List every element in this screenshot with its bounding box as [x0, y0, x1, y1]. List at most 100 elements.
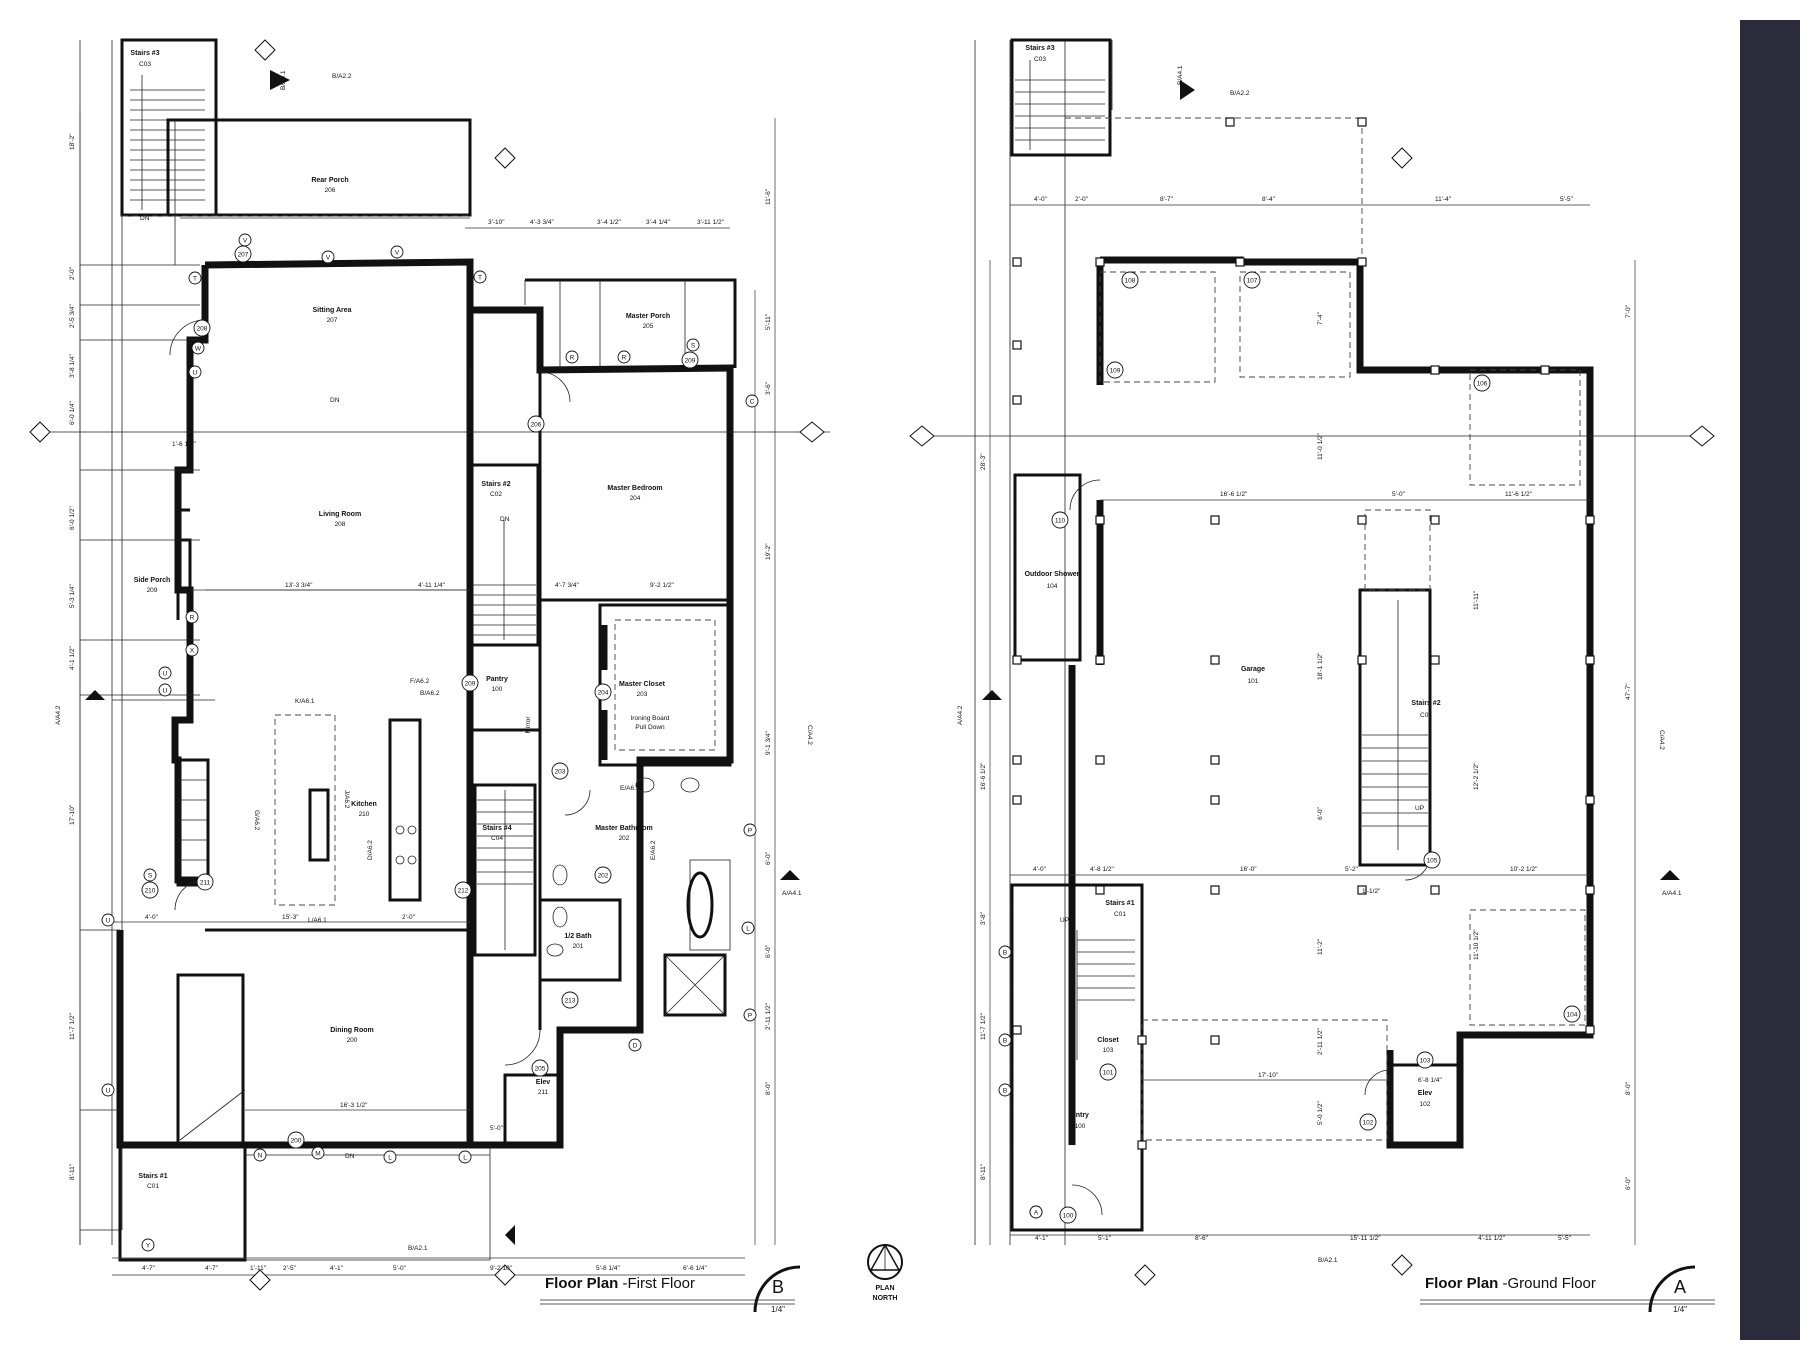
- door-tag-circle: [561, 991, 579, 1009]
- ground-floor-plan: [909, 38, 1715, 1313]
- grid-bubble-circle: [158, 666, 172, 680]
- gf-dim-int-1: 16'-6 1/2": [1220, 491, 1248, 498]
- room-number-c03: C03: [139, 61, 151, 68]
- column-square: [1095, 257, 1105, 267]
- door-tag-circle: [681, 351, 699, 369]
- door-tag-gf-circle: [1563, 1005, 1581, 1023]
- door-tag: 204: [598, 690, 609, 697]
- note-dn-4: DN: [345, 1153, 355, 1160]
- plan-title-first-floor: Floor Plan -First Floor: [545, 1275, 695, 1292]
- gf-dim-int-4: 4'-0": [1033, 866, 1047, 873]
- door-tag: 207: [238, 252, 249, 259]
- scale-first-floor: 1/4": [771, 1305, 785, 1314]
- room-number-100-gf: 100: [1075, 1123, 1086, 1130]
- grid-bubble: X: [190, 648, 195, 655]
- column-square: [1357, 117, 1367, 127]
- room-label-sitting-area: Sitting Area: [312, 307, 351, 314]
- grid-bubble-circle: [141, 1238, 155, 1252]
- room-number-209: 209: [147, 587, 158, 594]
- note-up-1: UP: [1060, 917, 1069, 924]
- grid-bubble: R: [570, 355, 575, 362]
- gf-dim-left-1: 28'-3": [980, 453, 987, 470]
- door-tag: 213: [565, 998, 576, 1005]
- dim-int-6: 15'-3": [282, 914, 299, 921]
- gf-dim-int-21: 6'-0": [1317, 806, 1324, 820]
- first-floor-labels: Rear Porch 206 Sitting Area 207 Master P…: [55, 50, 813, 1314]
- grid-bubble-circle: [188, 271, 202, 285]
- grid-bubble: R: [622, 355, 627, 362]
- grid-bubble-gf-circle: [998, 945, 1012, 959]
- gf-dim-top-3: 8'-7": [1160, 196, 1174, 203]
- tag-l-a6-1: L/A6.1: [308, 917, 327, 924]
- grid-bubble: L: [388, 1155, 392, 1162]
- dim-top-2: 4'-3 3/4": [530, 219, 554, 226]
- gf-dim-int-2: 5'-0": [1392, 491, 1406, 498]
- dim-left-7: 5'-3 1/4": [69, 584, 76, 608]
- door-tag-circle: [594, 683, 612, 701]
- room-label-outdoor-shower: Outdoor Shower: [1025, 571, 1080, 578]
- tag-e-a6-1: E/A6.1: [620, 785, 640, 792]
- dim-int-1: 13'-3 3/4": [285, 582, 313, 589]
- room-number-201: 201: [573, 943, 584, 950]
- door-tag: 209: [465, 681, 476, 688]
- room-label-side-porch: Side Porch: [134, 577, 171, 584]
- grid-bubble-circle: [185, 610, 199, 624]
- dim-left-2: 2'-0": [69, 266, 76, 280]
- door-tag-gf-circle: [1051, 511, 1069, 529]
- door-tag: 208: [197, 326, 208, 333]
- grid-bubble-circle: [188, 365, 202, 379]
- dim-right-6: 6'-0": [765, 851, 772, 865]
- note-dn-2: DN: [330, 397, 340, 404]
- dim-bottom-6: 5'-0": [393, 1265, 407, 1272]
- first-floor-door-tags: 2072082092102112122132062092042032022052…: [141, 245, 699, 1149]
- column-square: [1137, 1140, 1147, 1150]
- gf-dim-top-2: 2'-0": [1075, 196, 1089, 203]
- dim-top-3: 3'-4 1/2": [597, 219, 621, 226]
- room-number-205: 205: [643, 323, 654, 330]
- grid-bubble: V: [395, 250, 400, 257]
- dim-right-3: 3'-6": [765, 381, 772, 395]
- tag-j-a6-2: J/A6.2: [343, 790, 350, 809]
- room-label-master-bathroom: Master Bathroom: [595, 825, 653, 832]
- dim-bottom-1: 4'-7": [142, 1265, 156, 1272]
- grid-bubble: P: [748, 828, 752, 835]
- dim-int-4: 9'-2 1/2": [650, 582, 674, 589]
- door-tag-gf: 105: [1427, 858, 1438, 865]
- grid-bubble-circle: [628, 1038, 642, 1052]
- room-number-210: 210: [359, 811, 370, 818]
- gf-dim-int-9: 5'-2": [1345, 866, 1359, 873]
- grid-bubble-gf: B: [1003, 1038, 1007, 1045]
- dim-int-5: 4'-0": [145, 914, 159, 921]
- column-square: [1012, 395, 1022, 405]
- door-tag-circle: [551, 762, 569, 780]
- gf-dim-top-6: 5'-5": [1560, 196, 1574, 203]
- dim-right-4: 19'-2": [765, 543, 772, 560]
- room-label-entry: Entry: [1071, 1112, 1089, 1119]
- room-label-master-closet: Master Closet: [619, 681, 666, 688]
- grid-bubble-gf: A: [1034, 1210, 1039, 1217]
- grid-bubble: S: [691, 343, 696, 350]
- grid-bubble: C: [750, 399, 755, 406]
- gf-dim-left-3: 3'-8": [980, 911, 987, 925]
- room-number-103: 103: [1103, 1047, 1114, 1054]
- detail-letter-b: B: [772, 1277, 784, 1297]
- door-tag-gf-circle: [1099, 1063, 1117, 1081]
- grid-bubble-circle: [143, 868, 157, 882]
- gf-dim-bottom-1: 4'-1": [1035, 1235, 1049, 1242]
- door-tag-circle: [193, 319, 211, 337]
- grid-bubble: P: [748, 1013, 752, 1020]
- column-square: [1012, 340, 1022, 350]
- note-ironing-board: Ironing Board: [630, 715, 669, 722]
- room-number-102: 102: [1420, 1101, 1431, 1108]
- grid-bubble-circle: [390, 245, 404, 259]
- column-square: [1430, 515, 1440, 525]
- door-tag-gf: 104: [1567, 1012, 1578, 1019]
- gf-dim-top-4: 8'-4": [1262, 196, 1276, 203]
- ground-floor-columns: [1012, 117, 1595, 1150]
- gf-dim-int-7: 10'-2 1/2": [1510, 866, 1538, 873]
- room-number-204: 204: [630, 495, 641, 502]
- door-tag-circle: [527, 415, 545, 433]
- plan-title-ground-floor: Floor Plan -Ground Floor: [1425, 1275, 1596, 1292]
- tag-a-a4-1: A/A4.1: [782, 890, 802, 897]
